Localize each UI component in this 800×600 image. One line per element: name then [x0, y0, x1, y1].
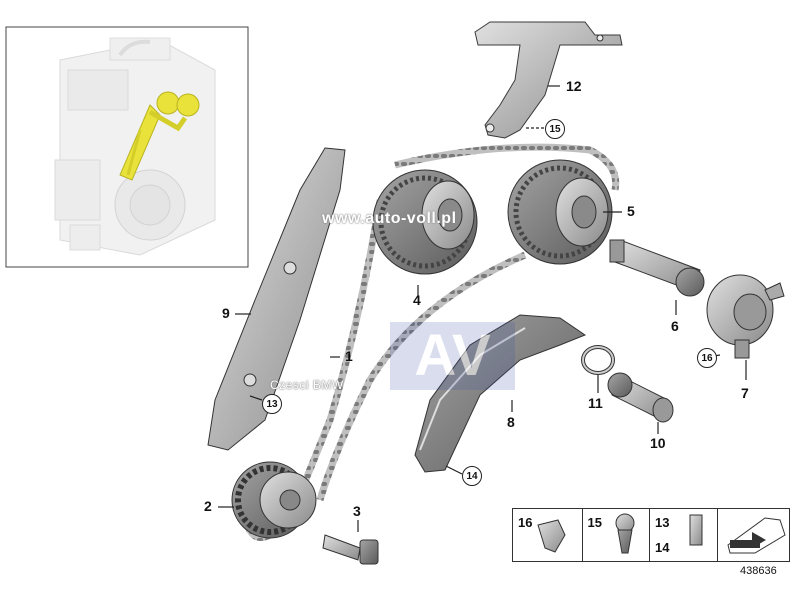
- seal-ring: [581, 345, 615, 375]
- logo-text: AV: [414, 323, 491, 388]
- callout-circle-16: 16: [697, 348, 717, 368]
- intake-camshaft-adjuster: [372, 169, 478, 275]
- callout-2: 2: [204, 498, 212, 514]
- diagram-number: 438636: [740, 565, 777, 577]
- callout-9: 9: [222, 305, 230, 321]
- callout-12: 12: [566, 78, 582, 94]
- chain-tensioner: [607, 372, 674, 423]
- av-logo-watermark: AV: [390, 322, 515, 390]
- legend-cell-16: 16: [513, 509, 583, 561]
- chain-bracket: [474, 21, 623, 139]
- highlighted-timing-chain: [119, 91, 200, 181]
- exhaust-camshaft-adjuster: [507, 159, 613, 265]
- legend-num-14: 14: [655, 540, 670, 555]
- callout-4: 4: [413, 292, 421, 308]
- legend-cell-13-14: 13 14: [650, 509, 718, 561]
- callout-8: 8: [507, 414, 515, 430]
- legend-icons: [537, 513, 786, 554]
- callout-6: 6: [671, 318, 679, 334]
- site-watermark: www.auto-voll.pl: [322, 210, 457, 227]
- callout-circle-14: 14: [462, 466, 482, 486]
- engine-inset: [5, 26, 249, 268]
- shop-watermark: Czesci BMW: [270, 378, 344, 392]
- hardware-legend: 16 15 13 14: [512, 508, 790, 562]
- legend-cell-arrow: [718, 509, 789, 561]
- callout-circle-15: 15: [545, 119, 565, 139]
- legend-num-16: 16: [518, 515, 533, 530]
- bolt-part-3: [322, 534, 379, 565]
- callout-5: 5: [627, 203, 635, 219]
- callout-11: 11: [588, 395, 603, 411]
- legend-cell-15: 15: [583, 509, 651, 561]
- callout-10: 10: [650, 435, 666, 451]
- solenoid-valve: [609, 239, 705, 297]
- callout-circle-13: 13: [262, 394, 282, 414]
- callout-1: 1: [345, 348, 353, 364]
- callout-7: 7: [741, 385, 749, 401]
- adjuster-cover: [706, 274, 785, 359]
- callout-3: 3: [353, 503, 361, 519]
- guide-rail: [207, 147, 346, 451]
- legend-num-15: 15: [587, 515, 602, 530]
- legend-num-13: 13: [655, 515, 670, 530]
- crankshaft-sprocket: [231, 461, 317, 539]
- tensioner-rail: [414, 314, 587, 473]
